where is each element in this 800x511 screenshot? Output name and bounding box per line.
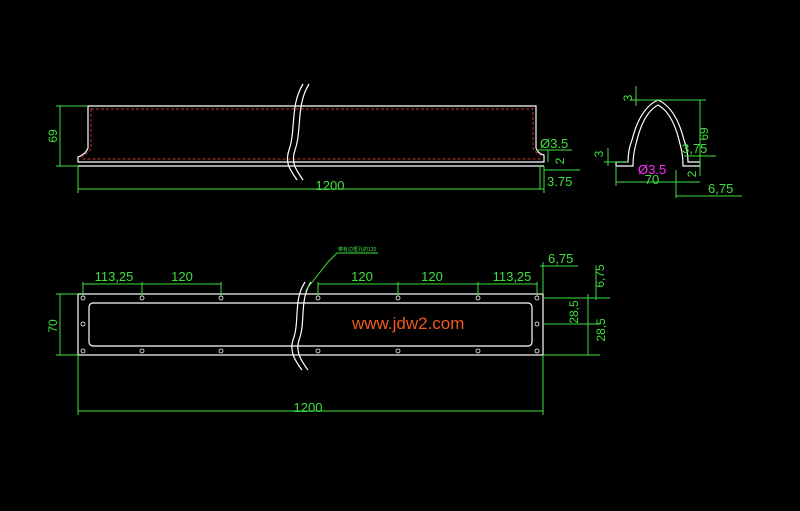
plan-half-a-label: 28,5 bbox=[567, 300, 581, 324]
section-flange-label: 6,75 bbox=[708, 181, 733, 196]
section-width-label: 70 bbox=[645, 172, 659, 187]
bolt-hole bbox=[139, 295, 145, 301]
bolt-hole bbox=[80, 295, 86, 301]
plan-left-end-label: 113,25 bbox=[95, 269, 134, 284]
bolt-hole bbox=[534, 348, 540, 354]
plan-break-line bbox=[291, 281, 306, 371]
plan-right-pitch-b-label: 120 bbox=[421, 269, 443, 284]
side-view-hidden-line bbox=[81, 108, 541, 160]
plan-right-top-label: 6,75 bbox=[548, 251, 573, 266]
bolt-hole bbox=[80, 321, 86, 327]
section-left-label: 3 bbox=[592, 150, 606, 157]
plan-right-end-label: 113,25 bbox=[493, 269, 532, 284]
plan-right-pitch-a-label: 120 bbox=[351, 269, 373, 284]
bolt-hole bbox=[534, 295, 540, 301]
watermark-text: www.jdw2.com bbox=[351, 314, 464, 333]
side-length-label: 1200 bbox=[316, 178, 345, 193]
side-offset-label: 3.75 bbox=[547, 174, 572, 189]
plan-width-label: 70 bbox=[46, 319, 60, 333]
plan-right-vert-label: 6,75 bbox=[593, 264, 607, 288]
plan-length-label: 1200 bbox=[294, 400, 323, 415]
plan-bolt-holes bbox=[80, 295, 540, 354]
bolt-hole bbox=[139, 348, 145, 354]
side-view: 69 1200 Ø3.5 2 3.75 bbox=[46, 83, 580, 193]
section-top-label: 3 bbox=[621, 94, 635, 101]
side-view-outline bbox=[77, 105, 545, 163]
section-height-label: 69 bbox=[697, 127, 711, 141]
plan-break-line-2 bbox=[297, 281, 312, 371]
side-view-break-line-2 bbox=[292, 83, 310, 181]
section-right-label: 3,75 bbox=[682, 141, 707, 156]
plan-half-b-label: 28,5 bbox=[594, 318, 608, 342]
bolt-hole bbox=[80, 348, 86, 354]
bolt-hole bbox=[395, 348, 401, 354]
bolt-hole bbox=[534, 321, 540, 327]
bolt-hole bbox=[475, 295, 481, 301]
side-height-label: 69 bbox=[46, 129, 60, 143]
plan-inner-window bbox=[88, 302, 533, 347]
plan-view: 113,25 120 120 120 113,25 带有边框孔的120 70 1… bbox=[46, 246, 610, 415]
bolt-hole bbox=[315, 348, 321, 354]
side-thickness-label: 2 bbox=[553, 157, 567, 164]
plan-note-text: 带有边框孔的120 bbox=[338, 246, 377, 253]
bolt-hole bbox=[395, 295, 401, 301]
plan-note-leader bbox=[305, 252, 338, 291]
section-thickness-label: 2 bbox=[685, 170, 699, 177]
bolt-hole bbox=[218, 348, 224, 354]
section-hole-label: Ø3.5 bbox=[638, 162, 666, 177]
side-view-break-line bbox=[286, 83, 304, 181]
plan-left-pitch-label: 120 bbox=[171, 269, 193, 284]
bolt-hole bbox=[218, 295, 224, 301]
bolt-hole bbox=[315, 295, 321, 301]
section-arch-inner bbox=[616, 104, 700, 167]
bolt-hole bbox=[475, 348, 481, 354]
side-hole-label: Ø3.5 bbox=[540, 136, 568, 151]
section-view: 3 69 3 3,75 Ø3.5 70 2 6,75 bbox=[592, 86, 742, 198]
